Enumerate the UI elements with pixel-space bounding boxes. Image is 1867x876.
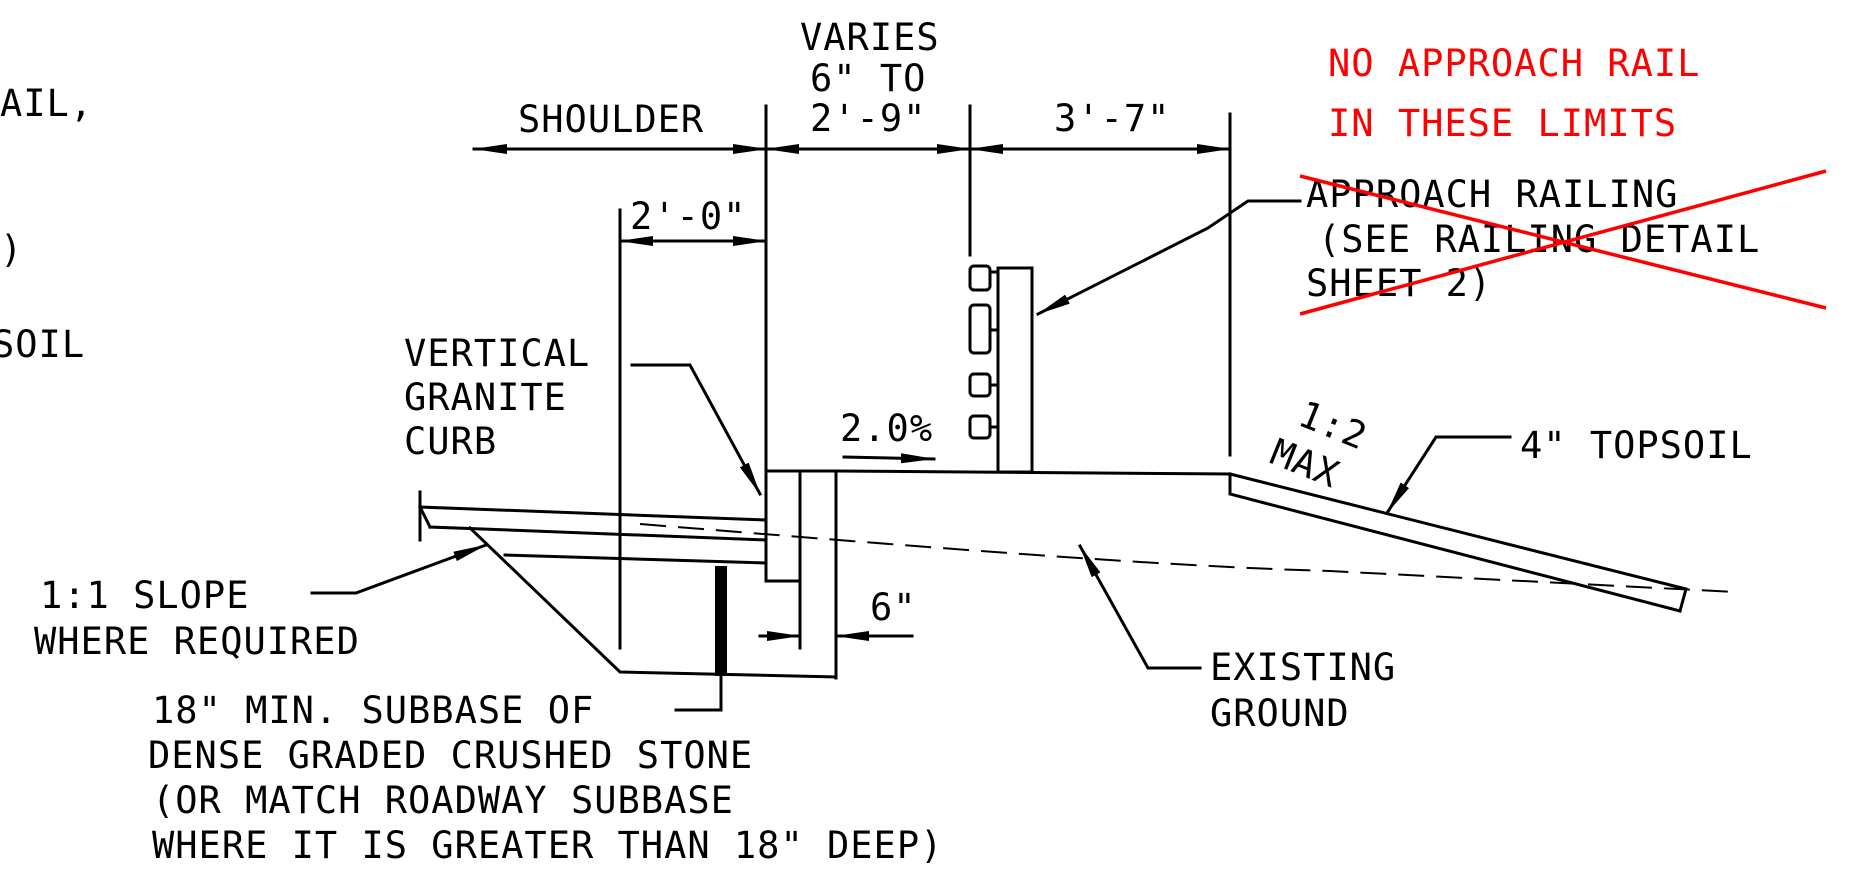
slope-label-2: WHERE REQUIRED xyxy=(34,620,360,663)
subbase-label-4: WHERE IT IS GREATER THAN 18" DEEP) xyxy=(152,824,943,867)
subbase-outline xyxy=(467,525,838,679)
curb-label-3: CURB xyxy=(404,420,497,463)
ground-label-1: EXISTING xyxy=(1210,646,1396,689)
railing-note-line-2: (SEE RAILING DETAIL xyxy=(1318,218,1760,261)
subbase-depth-bar xyxy=(715,566,727,676)
ground-leader xyxy=(1077,543,1202,670)
curb-width-label: 6" xyxy=(870,586,917,629)
red-cross-line-2 xyxy=(1299,174,1827,310)
left-note-line-2: ) xyxy=(0,228,23,271)
varies-label-3: 2'-9" xyxy=(810,97,926,140)
curb-offset-label: 2'-0" xyxy=(630,195,746,238)
shoulder-label: SHOULDER xyxy=(518,98,704,141)
rail-block-2 xyxy=(968,303,992,355)
cross-slope-label: 2.0% xyxy=(840,407,933,450)
varies-label-2: 6" TO xyxy=(810,57,926,100)
topsoil-label: 4" TOPSOIL xyxy=(1520,424,1753,467)
railing-leader xyxy=(1035,199,1302,317)
granite-curb xyxy=(764,469,802,583)
left-note-line-3: SOIL xyxy=(0,323,85,366)
ground-label-2: GROUND xyxy=(1210,692,1350,735)
subbase-label-2: DENSE GRADED CRUSHED STONE xyxy=(148,734,753,777)
slope-label-1: 1:1 SLOPE xyxy=(40,574,249,617)
pavement-bottom-line xyxy=(428,525,768,542)
varies-label-1: VARIES xyxy=(800,16,940,59)
rail-offset-label: 3'-7" xyxy=(1054,97,1170,140)
existing-ground-line xyxy=(639,523,1736,593)
subbase-label-3: (OR MATCH ROADWAY SUBBASE xyxy=(152,779,734,822)
topsoil-leader xyxy=(1384,435,1512,516)
red-note-line-1: NO APPROACH RAIL xyxy=(1328,42,1700,85)
pavement-end-line xyxy=(417,504,433,530)
curb-label-2: GRANITE xyxy=(404,376,567,419)
railing-note-line-1: APPROACH RAILING xyxy=(1306,173,1678,216)
curb-leader xyxy=(630,363,763,497)
rail-block-4 xyxy=(968,414,992,440)
rail-post xyxy=(996,266,1034,474)
pavement-top-line xyxy=(418,505,768,522)
subbase-label-1: 18" MIN. SUBBASE OF xyxy=(152,689,594,732)
subbase-top-line xyxy=(503,553,768,565)
rail-block-1 xyxy=(968,264,992,292)
rail-block-3 xyxy=(968,372,992,398)
slope-leader xyxy=(310,543,488,595)
curb-label-1: VERTICAL xyxy=(404,332,590,375)
topsoil-slope xyxy=(1228,472,1688,613)
cross-slope-arrow xyxy=(842,453,936,464)
red-note-line-2: IN THESE LIMITS xyxy=(1328,102,1677,145)
left-note-line-1: AIL, xyxy=(0,82,93,125)
